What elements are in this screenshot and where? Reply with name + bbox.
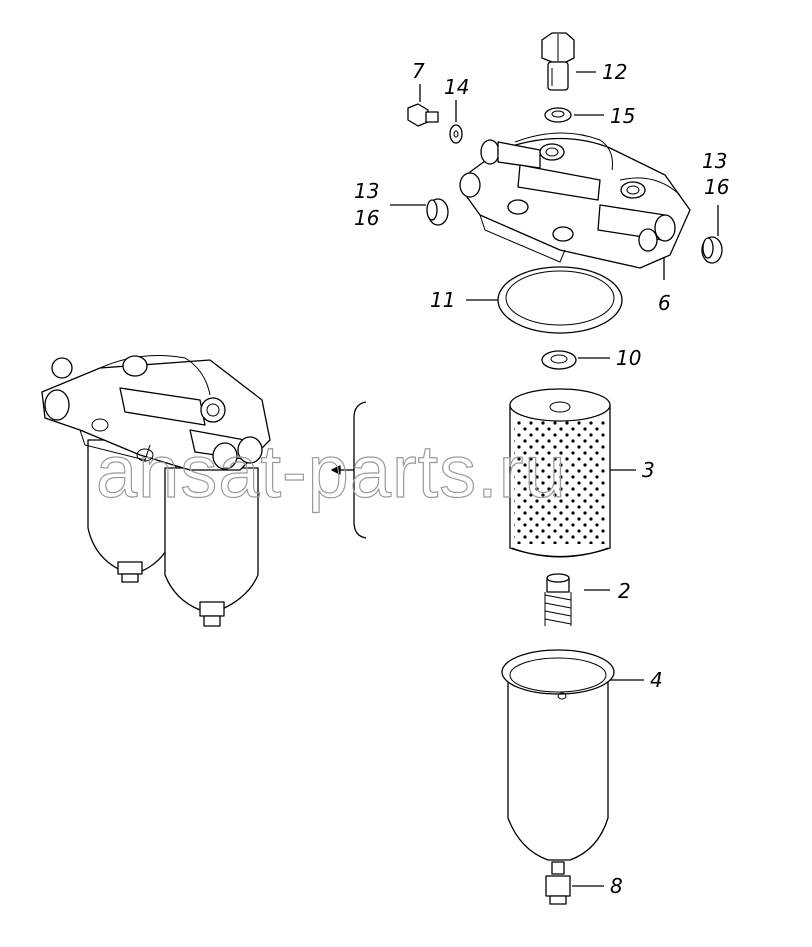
filter-element-3: [509, 388, 611, 558]
callout-16-right: 16: [704, 175, 729, 199]
callout-14: 14: [444, 75, 469, 99]
callout-2: 2: [618, 579, 631, 603]
callout-15: 15: [610, 104, 635, 128]
plug-right-13-16: [701, 236, 723, 264]
callout-7: 7: [412, 59, 425, 83]
bolt-12: [541, 32, 575, 91]
callout-labels: 7 14 12 15 13 16 13 16 11 6 10 3 2 4 8: [354, 59, 729, 898]
callout-11: 11: [430, 288, 455, 312]
drain-plug-8: [545, 861, 571, 905]
o-ring-11: [497, 266, 623, 334]
seal-10: [541, 350, 577, 370]
watermark-text: ansat-parts.ru: [96, 430, 567, 513]
callout-4: 4: [650, 668, 663, 692]
callout-16-left: 16: [354, 206, 379, 230]
filter-head-6: [459, 132, 691, 269]
leader-lines: [390, 71, 719, 887]
plug-left-13-16: [426, 198, 449, 226]
callout-13-left: 13: [354, 179, 379, 203]
callout-12: 12: [602, 60, 627, 84]
callout-6: 6: [658, 291, 671, 315]
bolt-7: [407, 103, 439, 127]
callout-13-right: 13: [702, 149, 727, 173]
callout-8: 8: [610, 874, 623, 898]
assembled-filter-unit: [41, 355, 271, 627]
callout-3: 3: [642, 458, 655, 482]
washer-15: [544, 107, 572, 123]
callout-10: 10: [616, 346, 641, 370]
washer-14: [449, 124, 463, 144]
bowl-4: [501, 649, 615, 861]
spring-valve-2: [544, 573, 572, 626]
